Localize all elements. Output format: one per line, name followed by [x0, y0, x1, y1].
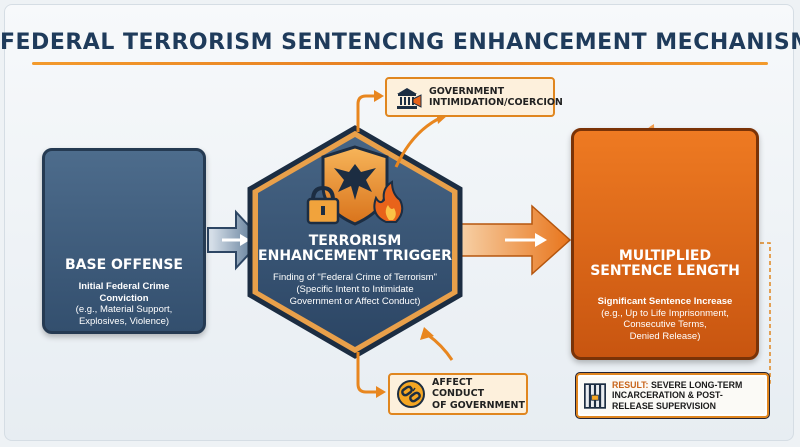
trigger-title-line2: ENHANCEMENT TRIGGER [258, 248, 452, 265]
multiplied-title-line1: MULTIPLIED [618, 248, 712, 264]
broken-chain-icon [397, 380, 425, 408]
base-offense-line3: (e.g., Material Support, [75, 304, 173, 316]
capitol-megaphone-icon [397, 88, 422, 109]
arrow-to-callout-top [356, 90, 448, 168]
callout-bottom-line1: AFFECT CONDUCT [432, 376, 485, 400]
multiplied-line2: (e.g., Up to Life Imprisonment, [601, 307, 729, 319]
padlock-icon [306, 185, 340, 225]
flame-icon [373, 180, 404, 223]
trigger-hexagon [247, 125, 463, 359]
arrow-trigger-to-result [451, 204, 572, 276]
trigger-title: TERRORISM ENHANCEMENT TRIGGER [250, 233, 460, 265]
arrow-from-callout-bottom [356, 327, 454, 398]
base-offense-description: Initial Federal Crime Conviction (e.g., … [51, 281, 197, 327]
result-line3: RELEASE SUPERVISION [612, 400, 716, 411]
trigger-line3: Government or Affect Conduct) [289, 295, 421, 307]
base-offense-line1: Initial Federal Crime [78, 281, 170, 292]
multiplied-title-line2: SENTENCE LENGTH [590, 262, 740, 279]
prison-bars-icon [584, 382, 606, 409]
multiplied-line1: Significant Sentence Increase [597, 296, 733, 307]
trigger-description: Finding of "Federal Crime of Terrorism" … [262, 272, 448, 308]
multiplied-description: Significant Sentence Increase (e.g., Up … [580, 296, 750, 342]
page-title: FEDERAL TERRORISM SENTENCING ENHANCEMENT… [0, 30, 800, 55]
base-offense-line2: Conviction [99, 292, 149, 304]
result-line1: SEVERE LONG-TERM [650, 379, 743, 390]
base-offense-title: BASE OFFENSE [65, 257, 183, 273]
callout-government-intimidation: GOVERNMENT INTIMIDATION/COERCION [385, 77, 563, 117]
callout-top-line2: INTIMIDATION/COERCION [429, 97, 563, 108]
callout-bottom-line2: OF GOVERNMENT [432, 399, 525, 411]
multiplied-sentence-card: MULTIPLIED SENTENCE LENGTH Significant S… [571, 128, 759, 360]
callout-top-line1: GOVERNMENT [429, 85, 505, 97]
base-offense-line4: Explosives, Violence) [78, 315, 170, 327]
trigger-line2: (Specific Intent to Intimidate [296, 283, 414, 295]
title-underline [32, 62, 768, 65]
multiplied-line4: Denied Release) [629, 330, 701, 342]
trigger-title-line1: TERRORISM [308, 233, 402, 249]
result-line2: INCARCERATION & POST- [612, 390, 723, 401]
callout-affect-conduct: AFFECT CONDUCT OF GOVERNMENT [388, 373, 528, 415]
multiplied-title: MULTIPLIED SENTENCE LENGTH [574, 249, 756, 278]
multiplied-line3: Consecutive Terms, [623, 319, 707, 331]
result-label: RESULT: [612, 379, 649, 390]
base-offense-card: BASE OFFENSE Initial Federal Crime Convi… [42, 148, 206, 334]
dashed-connector [760, 242, 771, 384]
result-box: RESULT: SEVERE LONG-TERM INCARCERATION &… [576, 373, 769, 418]
trigger-line1: Finding of "Federal Crime of Terrorism" [273, 272, 437, 283]
